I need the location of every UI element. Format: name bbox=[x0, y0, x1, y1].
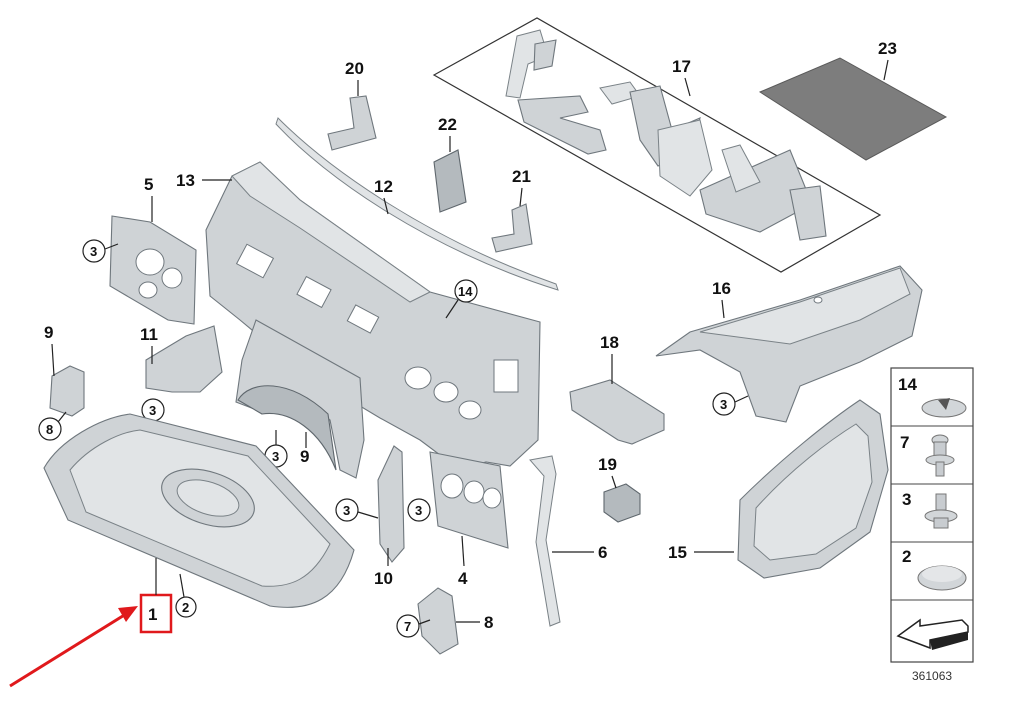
part-8-bracket bbox=[417, 587, 459, 655]
part-11 bbox=[145, 325, 223, 393]
callout-3-a: 3 bbox=[90, 244, 97, 259]
callout-6: 6 bbox=[598, 543, 607, 562]
callout-2: 2 bbox=[182, 600, 189, 615]
callout-9-b: 9 bbox=[300, 447, 309, 466]
part-9-center bbox=[235, 319, 365, 479]
part-5 bbox=[109, 215, 197, 325]
diagram-number: 361063 bbox=[912, 669, 952, 683]
legend-label-2: 2 bbox=[902, 547, 911, 566]
callout-1: 1 bbox=[148, 605, 157, 624]
part-4 bbox=[429, 451, 509, 549]
callout-5: 5 bbox=[144, 175, 153, 194]
callout-3-c: 3 bbox=[272, 449, 279, 464]
callout-3-d: 3 bbox=[343, 503, 350, 518]
callout-18: 18 bbox=[600, 333, 619, 352]
callout-4: 4 bbox=[458, 569, 468, 588]
callout-8-b: 8 bbox=[484, 613, 493, 632]
part-15-insulation bbox=[737, 399, 889, 579]
callout-3-e: 3 bbox=[415, 503, 422, 518]
callout-15: 15 bbox=[668, 543, 687, 562]
part-22 bbox=[433, 149, 467, 213]
callout-22: 22 bbox=[438, 115, 457, 134]
part-13-bulkhead bbox=[205, 161, 541, 471]
callout-9-a: 9 bbox=[44, 323, 53, 342]
part-19 bbox=[603, 483, 641, 523]
pointer-arrow bbox=[9, 606, 138, 688]
part-18 bbox=[569, 379, 665, 445]
part-10 bbox=[377, 445, 405, 563]
part-16-wheelhouse bbox=[655, 265, 923, 423]
expanding-rivet-icon bbox=[925, 434, 955, 477]
part-17-kit-box bbox=[432, 17, 882, 273]
clip-nut-icon bbox=[924, 493, 958, 529]
plug-cap-icon bbox=[917, 565, 967, 591]
part-9-left bbox=[49, 365, 85, 417]
orientation-arrow-icon bbox=[896, 618, 969, 650]
callout-23: 23 bbox=[878, 39, 897, 58]
callout-3-b: 3 bbox=[149, 403, 156, 418]
callout-19: 19 bbox=[598, 455, 617, 474]
legend-label-3: 3 bbox=[902, 490, 911, 509]
callout-7: 7 bbox=[404, 619, 411, 634]
part-20 bbox=[327, 95, 377, 151]
callout-13: 13 bbox=[176, 171, 195, 190]
callout-10: 10 bbox=[374, 569, 393, 588]
part-21 bbox=[491, 203, 533, 253]
callout-14: 14 bbox=[458, 284, 473, 299]
callout-12: 12 bbox=[374, 177, 393, 196]
push-rivet-icon bbox=[921, 398, 967, 418]
fastener-legend: 14 7 3 2 bbox=[890, 367, 974, 663]
part-1-panel bbox=[43, 413, 355, 608]
callout-21: 21 bbox=[512, 167, 531, 186]
callout-20: 20 bbox=[345, 59, 364, 78]
part-12-strip bbox=[275, 117, 559, 291]
callout-17: 17 bbox=[672, 57, 691, 76]
legend-label-7: 7 bbox=[900, 433, 909, 452]
part-23-mat bbox=[758, 57, 948, 161]
callout-11: 11 bbox=[140, 325, 158, 344]
part-6 bbox=[529, 455, 561, 627]
callout-16: 16 bbox=[712, 279, 731, 298]
legend-label-14: 14 bbox=[898, 375, 917, 394]
callout-8-a: 8 bbox=[46, 422, 53, 437]
callout-3-f: 3 bbox=[720, 397, 727, 412]
